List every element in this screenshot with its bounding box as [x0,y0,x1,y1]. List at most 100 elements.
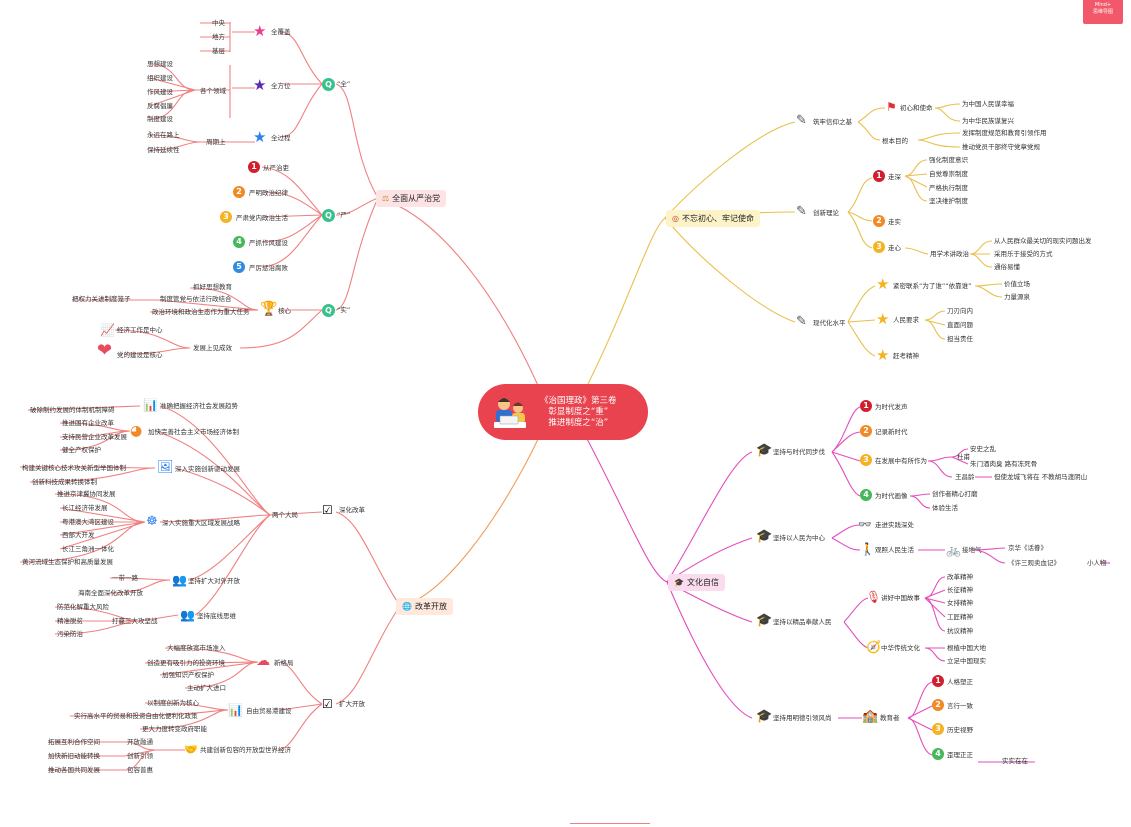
leaf-longcheng[interactable]: 但使龙城飞将在 不教胡马渡阴山 [994,473,1088,481]
leaf-baorongpuhui[interactable]: 包容普惠 [127,766,153,774]
leaf-jinghua[interactable]: 京华《话眷》 [1008,544,1047,552]
node-quan[interactable]: “全” [337,80,351,88]
node-xueshu[interactable]: 用学术讲政治 [930,250,969,258]
node-genben[interactable]: 根本目的 [882,137,908,145]
node-yousuozuowei[interactable]: 在发展中有所作为 [875,457,927,465]
leaf-waili[interactable]: 歪理正正 [947,751,973,759]
leaf-tuidong[interactable]: 推动党员干部终守党章党规 [962,143,1040,151]
leaf-fangfan[interactable]: 防范化解重大风险 [57,603,109,611]
leaf-xusanguan[interactable]: 《许三观卖血记》 [1008,559,1060,567]
node-kuoda[interactable]: 坚持扩大对外开放 [188,577,240,585]
leaf-kangyi[interactable]: 抗议精神 [947,627,973,635]
leaf-xiaorenwu[interactable]: 小人物 [1087,559,1107,567]
leaf-minqi[interactable]: 支持民营企业改革发展 [62,433,127,441]
node-quyu[interactable]: 深入实施重大区域发展战略 [162,519,240,527]
leaf-dangjian[interactable]: 党的建设是核心 [117,351,163,359]
leaf-fuxing[interactable]: 为中华民族谋复兴 [962,117,1014,125]
leaf-fanfu[interactable]: 反腐倡廉 [147,102,173,110]
node-yan[interactable]: “严” [337,211,351,219]
node-jiaoyuzhe[interactable]: 教育者 [880,714,900,722]
leaf-yanming[interactable]: 严明政治纪律 [249,189,288,197]
node-zhouqi[interactable]: 周期上 [206,138,226,146]
leaf-zhineng[interactable]: 更大力度转变政府职能 [142,725,207,733]
central-topic[interactable]: 《治国理政》第三卷 彰显制度之“重” 推进制度之“治” [478,384,648,440]
leaf-dandang[interactable]: 担当责任 [947,335,973,343]
leaf-wuran[interactable]: 污染防治 [57,630,83,638]
leaf-zhengzhihuanjing[interactable]: 政治环境和政治生态作为重大任务 [152,308,250,316]
node-mingde[interactable]: 坚持用明德引领风尚 [773,714,832,722]
node-chuxin[interactable]: 初心和使命 [900,104,933,112]
leaf-guoqi[interactable]: 推进国有企业改革 [62,419,114,427]
node-kuodakaifang[interactable]: 扩大开放 [339,700,365,708]
node-zoushen[interactable]: 走深 [888,173,901,181]
node-chuangxin[interactable]: 深入实施创新驱动发展 [175,465,240,473]
leaf-zhumen[interactable]: 朱门酒肉臭 路有冻死骨 [970,460,1038,468]
node-renminzhongxin[interactable]: 坚持以人民为中心 [773,534,825,542]
node-dixian[interactable]: 坚持底线思维 [197,612,236,620]
node-zoushi[interactable]: 走实 [888,218,901,226]
node-hexin[interactable]: 核心 [278,307,291,315]
leaf-zhishi[interactable]: 加强知识产权保护 [162,671,214,679]
leaf-gongjiang[interactable]: 工匠精神 [947,613,973,621]
node-huaxiang[interactable]: 为时代画像 [875,492,908,500]
node-liangge[interactable]: 两个大局 [272,511,298,519]
leaf-zhidu[interactable]: 制度建设 [147,115,173,123]
leaf-yanxu[interactable]: 保持延续性 [147,146,180,154]
leaf-xibu[interactable]: 西部大开发 [62,531,95,539]
node-zhunque[interactable]: 准确把握经济社会发展趋势 [160,402,238,410]
leaf-jianjue[interactable]: 坚决维护制度 [929,197,968,205]
node-gegelingyu[interactable]: 各个领域 [200,87,226,95]
leaf-jingzhun[interactable]: 精准脱贫 [57,617,83,625]
leaf-nvpai[interactable]: 女排精神 [947,599,973,607]
branch-party-governance[interactable]: ⚖全面从严治党 [376,190,447,207]
leaf-lishi[interactable]: 历史视野 [947,726,973,734]
leaf-daoren[interactable]: 刀刃向内 [947,307,973,315]
leaf-zoujin[interactable]: 走进实践深处 [875,521,914,529]
node-jiakuai[interactable]: 加快完善社会主义市场经济体制 [148,428,239,436]
leaf-xingfu[interactable]: 为中国人民谋幸福 [962,100,1014,108]
node-xiandaihua[interactable]: 现代化水平 [813,319,846,327]
leaf-guanjian[interactable]: 构建关键核心技术攻关新型举国体制 [22,464,126,472]
leaf-anshi[interactable]: 安史之乱 [970,445,996,453]
leaf-yuegangao[interactable]: 粤港澳大湾区建设 [62,518,114,526]
branch-cultural-confidence[interactable]: 🎓文化自信 [668,574,725,591]
leaf-jilu[interactable]: 记录新时代 [875,428,908,436]
leaf-tongsu[interactable]: 通俗易懂 [994,263,1020,271]
node-guanzhao[interactable]: 观照人民生活 [875,546,914,554]
leaf-tuozhan[interactable]: 拓展互利合作空间 [48,738,100,746]
leaf-yongyuan[interactable]: 永远在路上 [147,131,180,139]
node-chuantong[interactable]: 中华传统文化 [881,644,920,652]
leaf-sixiangjiaoyu[interactable]: 抓好思想教育 [193,283,232,291]
leaf-lizu[interactable]: 立足中国现实 [947,657,986,665]
leaf-tiyan[interactable]: 体验生活 [932,504,958,512]
leaf-jingji[interactable]: 经济工作是中心 [117,326,163,334]
leaf-congyan[interactable]: 从严治吏 [263,164,289,172]
leaf-sixiang[interactable]: 思想建设 [147,60,173,68]
leaf-qianghua[interactable]: 强化制度意识 [929,156,968,164]
leaf-genzhi[interactable]: 根植中国大地 [947,644,986,652]
node-wangchangling[interactable]: 王昌龄 [955,473,975,481]
leaf-gaoshuiping[interactable]: 实行高水平的贸易和投资自由化便利化政策 [74,712,198,720]
node-shenhua[interactable]: 深化改革 [339,506,365,514]
leaf-fahui[interactable]: 发挥制度规范和教育引领作用 [962,129,1047,137]
leaf-yange[interactable]: 严格执行制度 [929,184,968,192]
leaf-yanzhua[interactable]: 严抓作风建设 [249,239,288,247]
leaf-chuangzuozhe[interactable]: 创作者精心打磨 [932,490,978,498]
leaf-gongtong[interactable]: 推动各国共同发展 [48,766,100,774]
leaf-renge[interactable]: 人格塑正 [947,678,973,686]
node-yushidai[interactable]: 坚持与时代同步伐 [773,448,825,456]
node-quan-fangwei[interactable]: 全方位 [271,82,291,90]
node-quan-fugai[interactable]: 全覆盖 [271,28,291,36]
node-sanda[interactable]: 打赢三大攻坚战 [112,617,158,625]
leaf-keji[interactable]: 创新科技成果转换体制 [32,478,97,486]
node-gongjian[interactable]: 共建创新包容的开放型世界经济 [200,746,291,754]
leaf-quanli[interactable]: 把权力关进制度笼子 [72,295,131,303]
branch-original-aspiration[interactable]: ◎不忘初心、牢记使命 [666,210,760,227]
leaf-chanquan[interactable]: 健全产权保护 [62,446,101,454]
leaf-zhiduguandang[interactable]: 制度管党与依法行政结合 [160,295,232,303]
leaf-jinkou[interactable]: 主动扩大进口 [187,684,226,692]
leaf-yansu[interactable]: 严肃党内政治生活 [236,214,288,222]
leaf-kaifangrongtong[interactable]: 开放融通 [127,738,153,746]
leaf-zuofeng[interactable]: 作风建设 [147,88,173,96]
node-ziyougang[interactable]: 自由贸易港建设 [246,707,292,715]
